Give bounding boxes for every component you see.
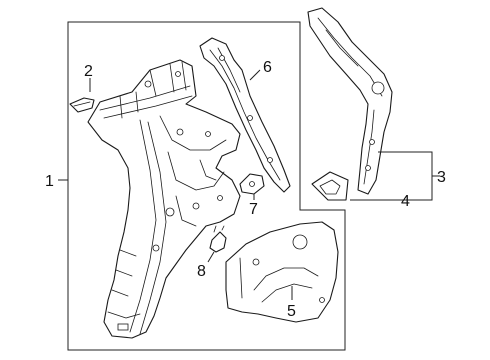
callout-4: 4 xyxy=(401,193,410,210)
assembly-frame xyxy=(67,21,346,351)
small-bracket-2 xyxy=(69,97,95,113)
callout-5: 5 xyxy=(287,303,296,320)
wheelhouse-5 xyxy=(225,221,339,323)
pillar-reinforcement-6 xyxy=(199,37,291,193)
callout-3: 3 xyxy=(437,169,446,186)
gusset-4 xyxy=(311,171,349,201)
callout-6: 6 xyxy=(263,59,272,76)
rear-rail-3 xyxy=(307,7,393,195)
callout-8: 8 xyxy=(197,263,206,280)
leader-6 xyxy=(249,69,261,81)
small-plate-7 xyxy=(239,173,265,195)
callout-1: 1 xyxy=(45,173,54,190)
callout-2: 2 xyxy=(84,63,93,80)
clip-8 xyxy=(209,225,227,253)
callout-7: 7 xyxy=(249,201,258,218)
leader-8 xyxy=(207,251,215,263)
quarter-inner-panel xyxy=(87,59,241,339)
